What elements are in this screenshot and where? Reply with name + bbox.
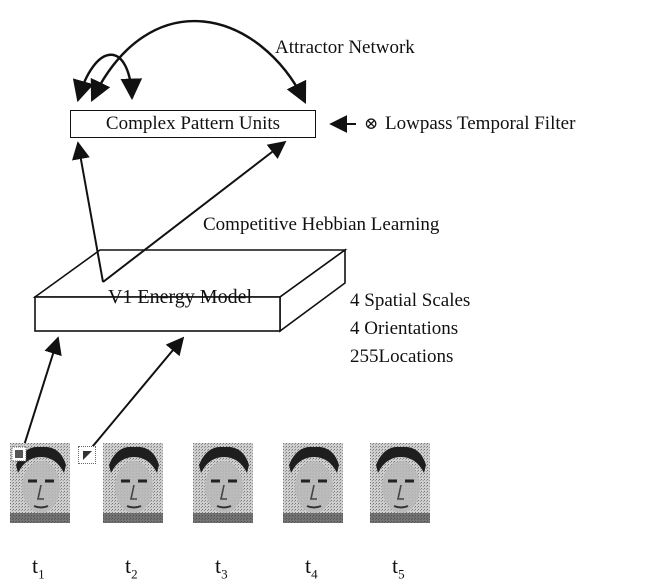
face-frame-4 [283,443,343,523]
v1-energy-box [32,248,348,333]
input-arrow-right [87,336,185,453]
time-label-4: t4 [305,553,318,582]
hebbian-learning-label: Competitive Hebbian Learning [203,214,440,235]
hebbian-arrow-right [102,140,287,283]
patch-marker-icon [78,446,96,464]
lowpass-filter-label: Lowpass Temporal Filter [385,113,576,134]
filter-symbol-icon: ⊗ [364,114,379,133]
time-label-2: t2 [125,553,138,582]
attractor-arc-large [90,19,307,104]
hebbian-arrow-left [72,141,104,283]
time-label-1: t1 [32,553,45,582]
spatial-scales-label: 4 Spatial Scales [350,290,471,311]
orientations-label: 4 Orientations [350,318,459,339]
face-frame-3 [193,443,253,523]
face-frame-5 [370,443,430,523]
v1-energy-model-label: V1 Energy Model [107,286,253,308]
attractor-arc-small [72,53,143,103]
time-label-5: t5 [392,553,405,582]
attractor-network-label: Attractor Network [275,37,415,58]
locations-label: 255Locations [350,346,454,367]
input-arrow-left [21,336,62,453]
face-frame-2 [103,443,163,523]
time-label-3: t3 [215,553,228,582]
complex-pattern-units-box: Complex Pattern Units [70,110,316,138]
face-frame-1 [10,443,70,523]
